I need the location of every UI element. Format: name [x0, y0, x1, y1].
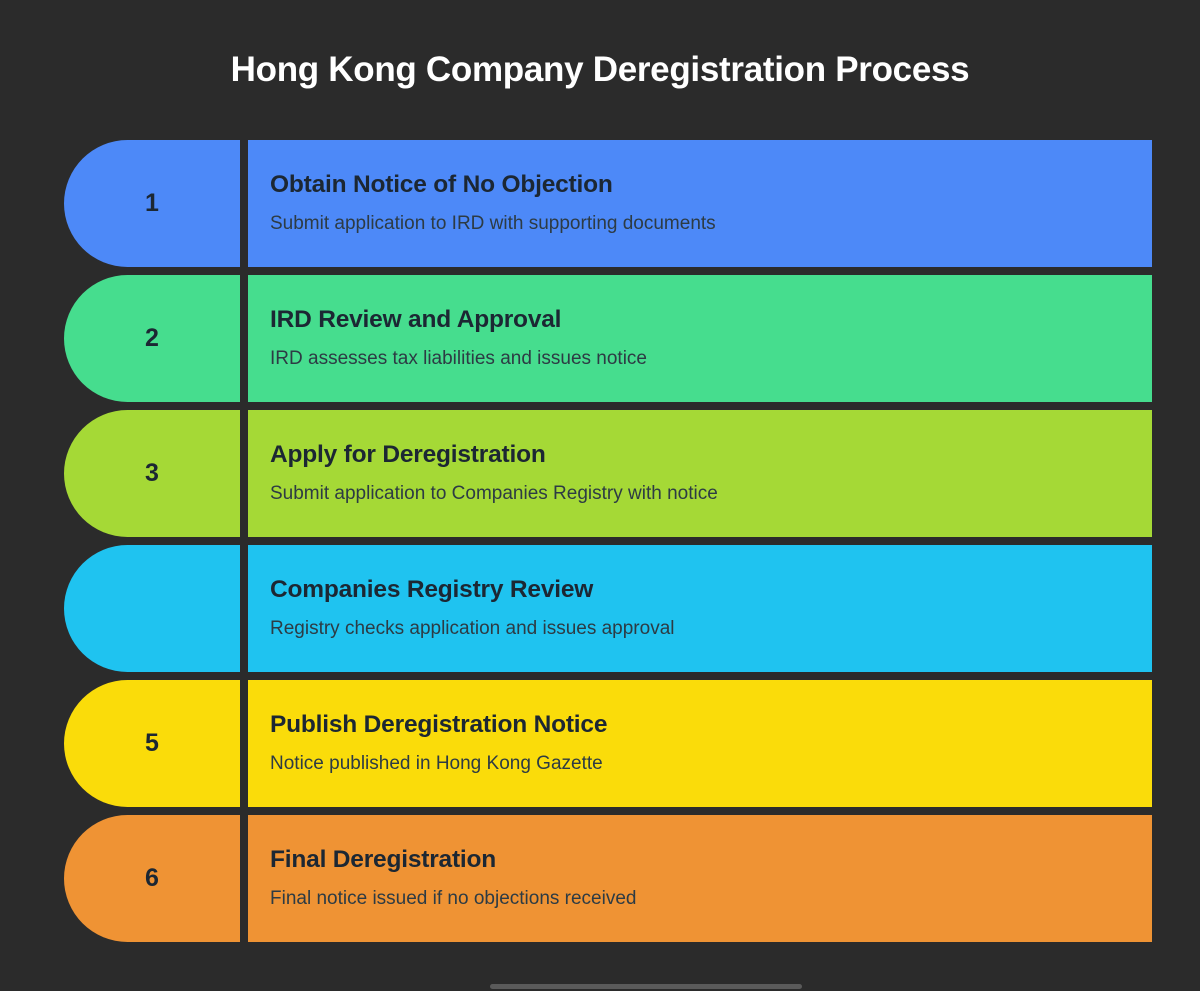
process-step-4[interactable]: Companies Registry Review Registry check… — [64, 545, 1152, 672]
step-heading-1: Obtain Notice of No Objection — [270, 171, 613, 199]
step-content-bar-5: Publish Deregistration Notice Notice pub… — [248, 680, 1152, 807]
step-heading-3: Apply for Deregistration — [270, 441, 546, 469]
step-content-bar-2: IRD Review and Approval IRD assesses tax… — [248, 275, 1152, 402]
title-container: Hong Kong Company Deregistration Process — [0, 0, 1200, 140]
process-step-list: 1 Obtain Notice of No Objection Submit a… — [0, 140, 1200, 963]
step-number-badge-2: 2 — [64, 275, 240, 402]
step-number-badge-5: 5 — [64, 680, 240, 807]
step-number-badge-4 — [64, 545, 240, 672]
step-heading-2: IRD Review and Approval — [270, 306, 562, 334]
step-number-label-3: 3 — [145, 459, 159, 487]
step-description-2: IRD assesses tax liabilities and issues … — [270, 348, 648, 370]
step-number-label-1: 1 — [145, 189, 159, 217]
horizontal-scrollbar[interactable] — [0, 983, 1200, 991]
step-description-4: Registry checks application and issues a… — [270, 618, 675, 640]
step-number-label-6: 6 — [145, 864, 159, 892]
step-heading-6: Final Deregistration — [270, 846, 497, 874]
step-content-bar-6: Final Deregistration Final notice issued… — [248, 815, 1152, 942]
process-step-2[interactable]: 2 IRD Review and Approval IRD assesses t… — [64, 275, 1152, 402]
step-number-badge-6: 6 — [64, 815, 240, 942]
step-description-5: Notice published in Hong Kong Gazette — [270, 753, 603, 775]
process-step-3[interactable]: 3 Apply for Deregistration Submit applic… — [64, 410, 1152, 537]
step-number-label-5: 5 — [145, 729, 159, 757]
step-content-bar-4: Companies Registry Review Registry check… — [248, 545, 1152, 672]
step-heading-5: Publish Deregistration Notice — [270, 711, 608, 739]
process-step-1[interactable]: 1 Obtain Notice of No Objection Submit a… — [64, 140, 1152, 267]
horizontal-scrollbar-thumb[interactable] — [490, 984, 802, 989]
step-description-6: Final notice issued if no objections rec… — [270, 888, 637, 910]
step-content-bar-1: Obtain Notice of No Objection Submit app… — [248, 140, 1152, 267]
step-number-badge-3: 3 — [64, 410, 240, 537]
process-step-5[interactable]: 5 Publish Deregistration Notice Notice p… — [64, 680, 1152, 807]
step-content-bar-3: Apply for Deregistration Submit applicat… — [248, 410, 1152, 537]
step-description-3: Submit application to Companies Registry… — [270, 483, 718, 505]
page-title: Hong Kong Company Deregistration Process — [230, 50, 970, 89]
process-step-6[interactable]: 6 Final Deregistration Final notice issu… — [64, 815, 1152, 942]
step-heading-4: Companies Registry Review — [270, 576, 594, 604]
step-description-1: Submit application to IRD with supportin… — [270, 213, 716, 235]
step-number-label-2: 2 — [145, 324, 159, 352]
step-number-badge-1: 1 — [64, 140, 240, 267]
